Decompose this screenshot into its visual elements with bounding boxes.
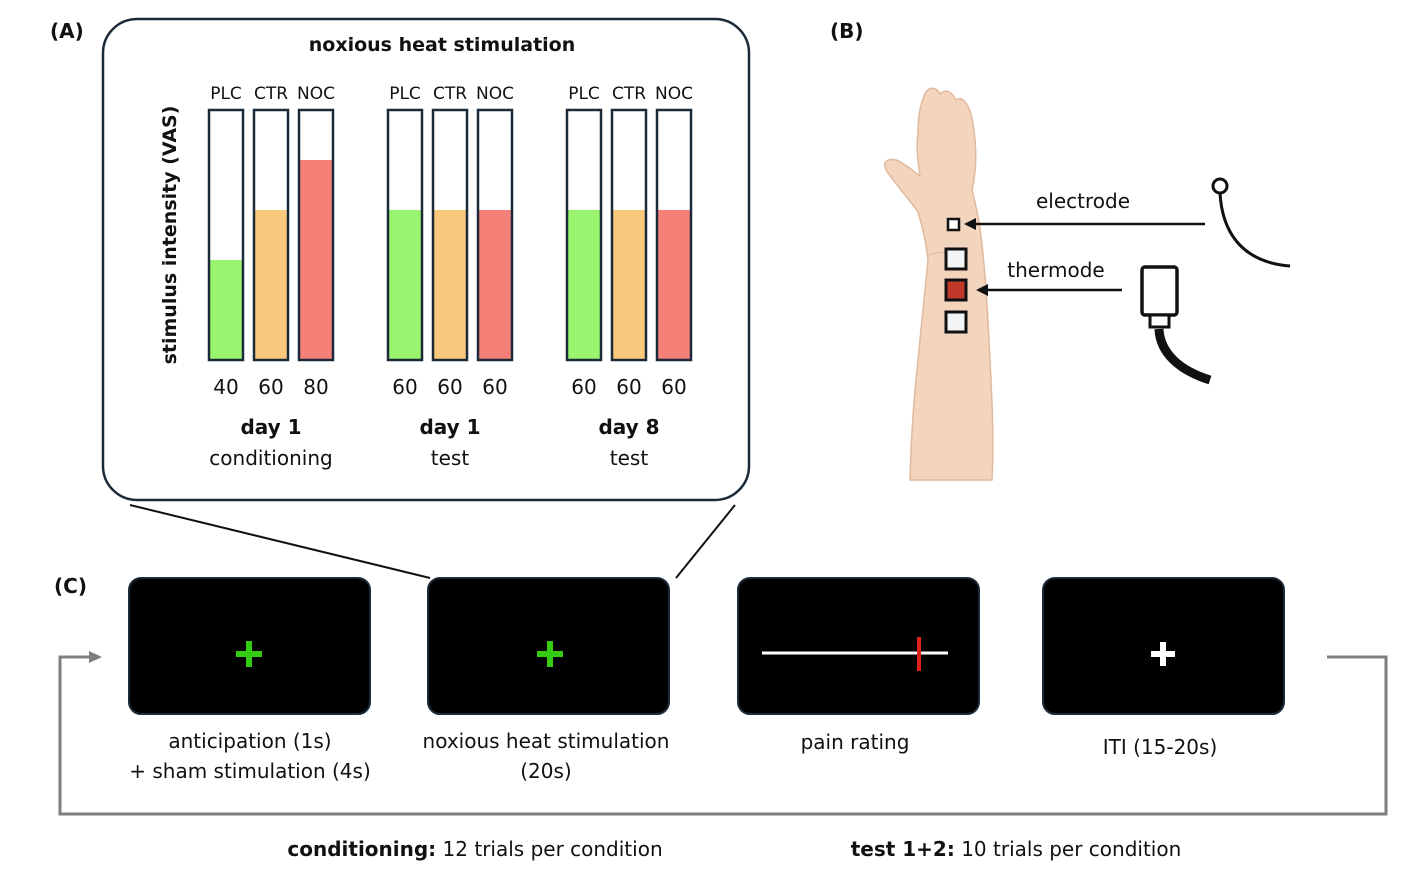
panel-b-label: (B)	[830, 19, 864, 43]
bar-value-label: 60	[437, 375, 462, 399]
group-day-label: day 8	[598, 415, 659, 439]
bar-fill-ctr	[612, 210, 646, 360]
bar-fill-noc	[657, 210, 691, 360]
bar-outline-plc	[565, 108, 603, 362]
bar-outline-plc	[207, 108, 245, 362]
bar-outline-ctr	[610, 108, 648, 362]
y-axis-label: stimulus intensity (VAS)	[159, 106, 181, 365]
green-fixation-cross-2	[537, 641, 563, 667]
bar-value-label: 60	[482, 375, 507, 399]
panel-a-label: (A)	[50, 19, 84, 43]
bar-value-label: 60	[571, 375, 596, 399]
condition-label-noc: NOC	[476, 84, 514, 104]
condition-label-ctr: CTR	[254, 84, 288, 104]
condition-label-ctr: CTR	[433, 84, 467, 104]
bar-value-label: 60	[392, 375, 417, 399]
loop-arrowhead	[89, 651, 102, 663]
group-phase-label: test	[610, 446, 649, 470]
footer-test-text: 10 trials per condition	[955, 837, 1181, 861]
electrode-icon	[1211, 177, 1291, 268]
bar-fill-plc	[567, 210, 601, 360]
group-day-label: day 1	[419, 415, 480, 439]
screen-2-caption-line2: (20s)	[520, 759, 571, 783]
green-fixation-cross-1	[236, 641, 262, 667]
condition-label-ctr: CTR	[612, 84, 646, 104]
panel-a-box	[101, 17, 751, 502]
group-day-label: day 1	[240, 415, 301, 439]
bar-fill-noc	[299, 160, 333, 360]
bar-value-label: 60	[616, 375, 641, 399]
condition-label-plc: PLC	[568, 84, 600, 104]
thermode-label: thermode	[1007, 258, 1104, 282]
condition-label-plc: PLC	[210, 84, 242, 104]
group-phase-label: conditioning	[209, 446, 332, 470]
footer-test-bold: test 1+2:	[851, 837, 955, 861]
bar-value-label: 80	[303, 375, 328, 399]
thermode-device-icon	[1140, 265, 1212, 385]
footer-conditioning-text: 12 trials per condition	[436, 837, 662, 861]
bar-fill-ctr	[254, 210, 288, 360]
zoom-connector-right	[675, 504, 736, 579]
skin-site-3	[944, 310, 968, 334]
bar-fill-plc	[209, 260, 243, 360]
bar-outline-noc	[297, 108, 335, 362]
bar-outline-ctr	[252, 108, 290, 362]
bar-fill-noc	[478, 210, 512, 360]
white-fixation-cross	[1151, 642, 1175, 666]
condition-label-noc: NOC	[655, 84, 693, 104]
bar-value-label: 40	[213, 375, 238, 399]
electrode-label: electrode	[1036, 189, 1130, 213]
screen-1-caption-line1: anticipation (1s)	[168, 729, 331, 753]
screen-2-caption-line1: noxious heat stimulation	[423, 729, 670, 753]
footer-test: test 1+2: 10 trials per condition	[851, 837, 1182, 861]
electrode-arrowhead	[964, 218, 976, 230]
condition-label-noc: NOC	[297, 84, 335, 104]
trial-loop-line	[58, 655, 1388, 816]
thermode-arrowhead	[976, 284, 988, 296]
panel-c-label: (C)	[54, 574, 87, 598]
group-phase-label: test	[431, 446, 470, 470]
screen-4-caption: ITI (15-20s)	[1103, 735, 1218, 759]
zoom-connector-left	[129, 504, 431, 579]
bar-fill-plc	[388, 210, 422, 360]
panel-a-title: noxious heat stimulation	[309, 34, 576, 56]
screen-pain-rating	[737, 577, 980, 715]
bar-outline-noc	[476, 108, 514, 362]
screen-1-caption-line2: + sham stimulation (4s)	[129, 759, 371, 783]
thermode-site	[944, 278, 968, 302]
footer-conditioning: conditioning: 12 trials per condition	[287, 837, 662, 861]
electrode-square	[946, 217, 961, 232]
footer-conditioning-bold: conditioning:	[287, 837, 436, 861]
bar-value-label: 60	[661, 375, 686, 399]
bar-outline-plc	[386, 108, 424, 362]
screen-3-caption: pain rating	[801, 730, 910, 754]
bar-outline-ctr	[431, 108, 469, 362]
condition-label-plc: PLC	[389, 84, 421, 104]
bar-value-label: 60	[258, 375, 283, 399]
bar-fill-ctr	[433, 210, 467, 360]
bar-outline-noc	[655, 108, 693, 362]
skin-site-1	[944, 247, 968, 271]
arm-illustration	[884, 87, 994, 481]
